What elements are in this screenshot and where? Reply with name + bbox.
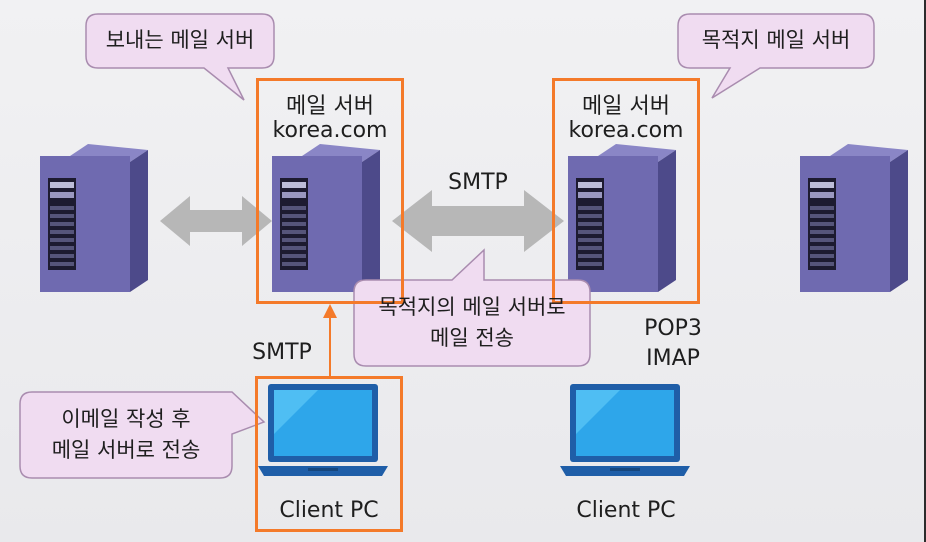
right-server-domain: korea.com [568, 118, 684, 143]
smtp-client-label: SMTP [252, 340, 312, 365]
imap-label: IMAP [646, 346, 700, 371]
left-server-title: 메일 서버 [286, 94, 374, 119]
sending-server-callout-text: 보내는 메일 서버 [86, 25, 274, 56]
up-arrow-icon [323, 304, 337, 318]
callout-compose-note [19, 391, 266, 479]
left-client-pc-box [255, 376, 403, 532]
callout-sending-server [85, 13, 275, 101]
pop3-label: POP3 [644, 316, 702, 341]
dest-server-label: 목적지 메일 서버 [701, 28, 851, 52]
left-mail-server-box [256, 78, 404, 304]
right-server-title: 메일 서버 [582, 94, 670, 119]
laptop-icon [560, 384, 690, 476]
double-arrow-icon [392, 190, 564, 252]
server-icon [40, 144, 148, 292]
left-server-domain: korea.com [272, 118, 388, 143]
smtp-server-label: SMTP [448, 170, 508, 195]
callout-transfer-note [353, 248, 591, 367]
compose-note-line2: 메일 서버로 전송 [51, 438, 201, 462]
client-pc-label-right: Client PC [576, 498, 676, 523]
double-arrow-icon [160, 196, 272, 246]
sending-server-label: 보내는 메일 서버 [105, 28, 255, 52]
dest-server-callout-text: 목적지 메일 서버 [678, 25, 874, 56]
server-icon [800, 144, 908, 292]
transfer-note-line2: 메일 전송 [430, 326, 514, 350]
callout-dest-server [677, 13, 875, 99]
client-pc-label-left: Client PC [279, 498, 379, 523]
transfer-note-line1: 목적지의 메일 서버로 [378, 295, 566, 319]
transfer-callout-text: 목적지의 메일 서버로 메일 전송 [354, 292, 590, 354]
compose-callout-text: 이메일 작성 후 메일 서버로 전송 [20, 404, 232, 466]
compose-note-line1: 이메일 작성 후 [61, 407, 191, 431]
right-mail-server-box [552, 78, 700, 304]
